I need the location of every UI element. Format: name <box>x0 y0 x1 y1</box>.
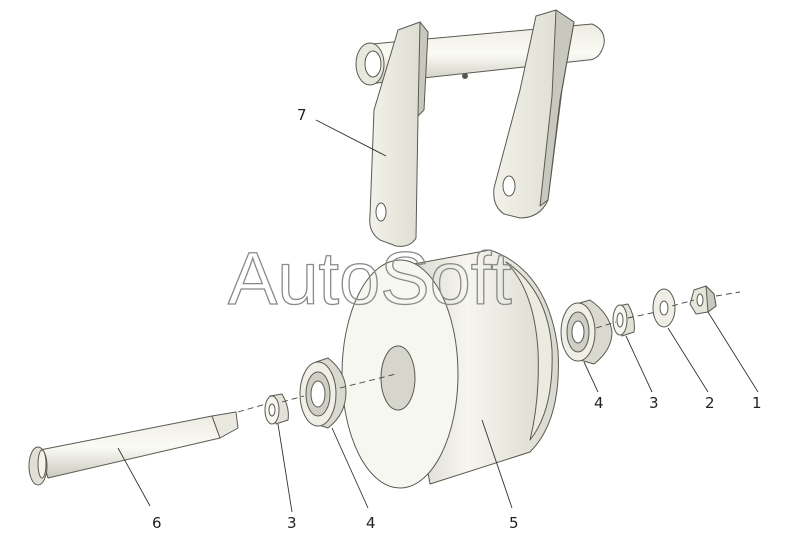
callout-7: 7 <box>297 106 307 124</box>
callout-3-left: 3 <box>287 514 297 532</box>
nut-part <box>689 285 717 315</box>
callout-4-left: 4 <box>366 514 376 532</box>
bushing-left-part <box>264 393 289 425</box>
callout-6: 6 <box>152 514 162 532</box>
callout-1: 1 <box>752 394 762 412</box>
bushing-right-part <box>612 303 635 337</box>
roller-part <box>341 249 559 489</box>
callout-5: 5 <box>509 514 519 532</box>
bearing-left-part <box>299 357 347 429</box>
washer-part <box>652 288 676 328</box>
callout-2: 2 <box>705 394 715 412</box>
bearing-right-part <box>560 299 613 365</box>
assembly-axis-lines <box>237 291 741 413</box>
watermark-text: AutoSoft <box>228 237 512 320</box>
callout-3-right: 3 <box>649 394 659 412</box>
axle-shaft-part <box>28 411 239 486</box>
callout-4-right: 4 <box>594 394 604 412</box>
bracket-part <box>355 9 605 247</box>
leader-lines <box>117 119 759 513</box>
